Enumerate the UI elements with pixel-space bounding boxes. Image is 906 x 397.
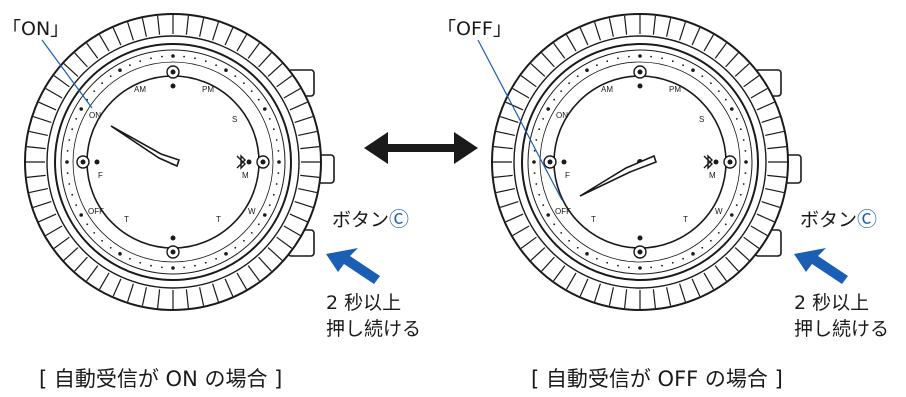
press-arrow-icon — [326, 248, 380, 284]
dial-w-left: W — [248, 207, 256, 216]
bluetooth-icon — [236, 154, 246, 170]
dial-s-right: S — [699, 115, 704, 124]
caption-off: [ 自動受信が OFF の場合 ] — [531, 367, 783, 391]
dial-am-left: AM — [134, 85, 146, 94]
button-c-mark: Ⓒ — [857, 207, 878, 231]
dial-s-left: S — [232, 115, 237, 124]
button-c-label-right: ボタンⒸ — [800, 209, 877, 230]
button-c-label-left: ボタンⒸ — [332, 209, 409, 230]
dial-pm-left: PM — [202, 85, 214, 94]
mode-label-on: 「ON」 — [2, 18, 70, 40]
dial-pm-right: PM — [669, 85, 681, 94]
dial-off-right: OFF — [555, 207, 571, 216]
caption-on: [ 自動受信が ON の場合 ] — [39, 367, 283, 391]
button-c-mark: Ⓒ — [389, 207, 410, 231]
dial-on-right: ON — [556, 111, 568, 120]
press-arrow-icon — [794, 248, 848, 284]
press-duration-text: 2 秒以上 — [794, 292, 870, 314]
press-action-text: 押し続ける — [794, 317, 890, 340]
dial-t2-left: T — [216, 215, 221, 224]
dial-t1-right: T — [591, 215, 596, 224]
press-action-text: 押し続ける — [326, 317, 422, 340]
dial-m-right: M — [709, 171, 716, 180]
dial-t1-left: T — [124, 215, 129, 224]
dial-t2-right: T — [683, 215, 688, 224]
press-instruction-right: 2 秒以上 押し続ける — [794, 291, 889, 342]
bluetooth-icon — [703, 154, 713, 170]
dial-w-right: W — [715, 207, 723, 216]
hand-right — [579, 154, 658, 197]
dial-on-left: ON — [89, 111, 101, 120]
button-label-text: ボタン — [332, 209, 390, 231]
watch-left — [24, 13, 335, 311]
button-label-text: ボタン — [800, 209, 858, 231]
hand-left — [110, 125, 181, 168]
dial-m-left: M — [242, 171, 249, 180]
mode-label-off: 「OFF」 — [437, 18, 512, 40]
dial-am-right: AM — [601, 85, 613, 94]
leader-line-off — [477, 39, 563, 201]
press-duration-text: 2 秒以上 — [326, 292, 402, 314]
dial-off-left: OFF — [88, 207, 104, 216]
dial-f-right: F — [565, 171, 570, 180]
dial-f-left: F — [98, 171, 103, 180]
watch-right — [491, 13, 802, 311]
leader-line-on — [41, 39, 93, 109]
press-instruction-left: 2 秒以上 押し続ける — [326, 291, 421, 342]
double-arrow-icon — [364, 132, 478, 164]
